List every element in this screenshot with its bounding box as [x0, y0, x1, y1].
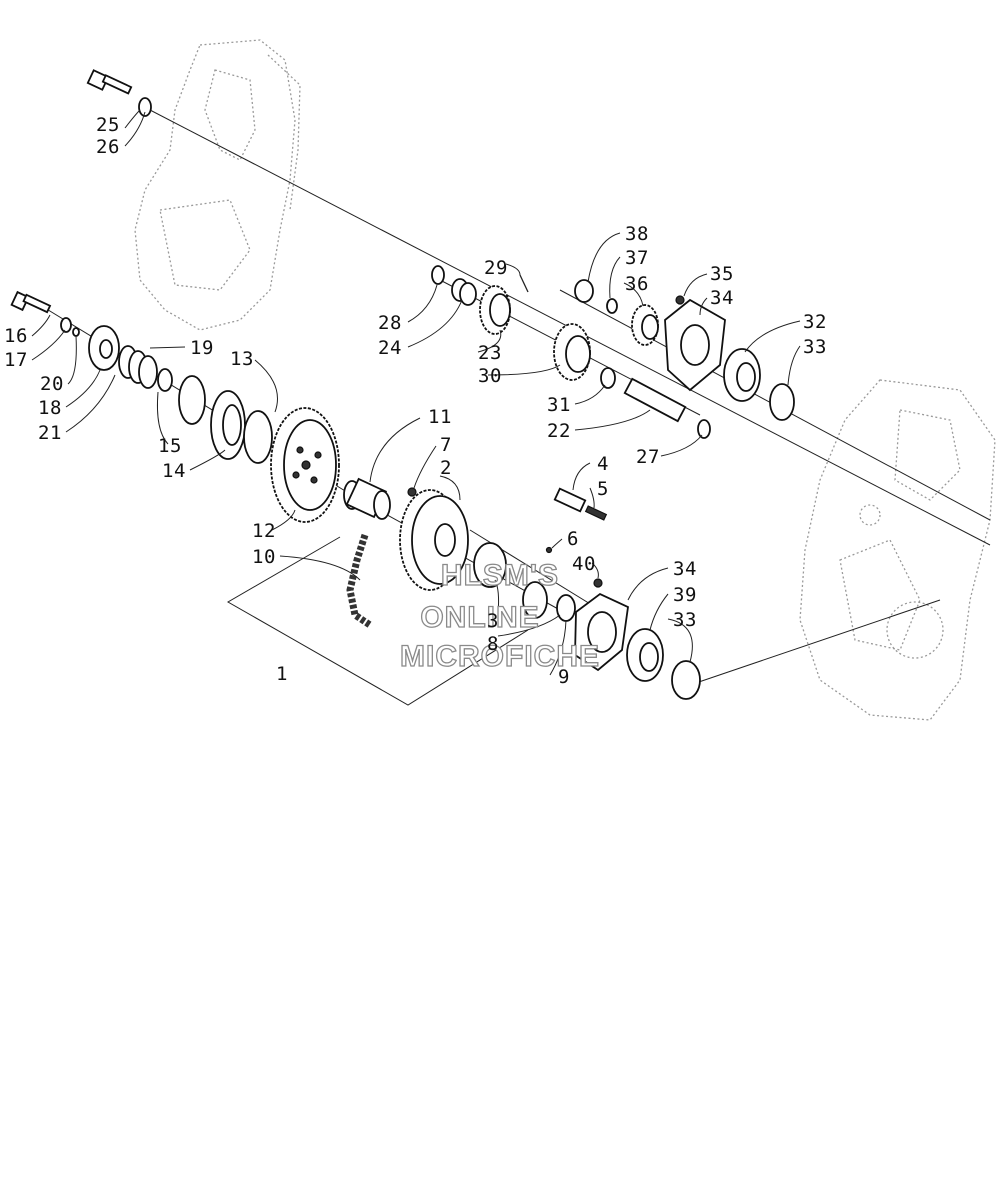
- callout-24: 24: [378, 337, 402, 359]
- callout-22: 22: [547, 420, 571, 442]
- callout-38: 38: [625, 223, 649, 245]
- watermark: HLSM'S ONLINE MICROFICHE: [399, 558, 600, 673]
- bushing-part-31: [600, 367, 616, 389]
- splined-shaft-part-11: [343, 477, 391, 520]
- sprocket-part-12: [270, 407, 340, 523]
- callout-26: 26: [96, 136, 120, 158]
- callout-7: 7: [440, 434, 452, 456]
- ring-part-19b: [178, 375, 206, 425]
- gear-part-30: [553, 323, 591, 381]
- callout-9: 9: [558, 666, 570, 688]
- washer-part-26: [138, 97, 152, 117]
- nut-part-40: [593, 578, 603, 588]
- chain-part-10: [346, 533, 372, 628]
- callout-36: 36: [625, 273, 649, 295]
- callout-10: 10: [252, 546, 276, 568]
- callout-18: 18: [38, 397, 62, 419]
- screw-part-5: [584, 505, 608, 521]
- callout-23: 23: [478, 342, 502, 364]
- watermark-line-1: HLSM'S: [441, 559, 559, 592]
- parts: [10, 69, 795, 700]
- nut-part-38: [574, 279, 594, 303]
- cup-part-18: [88, 325, 120, 371]
- callout-2: 2: [440, 457, 452, 479]
- washer-part-37: [606, 298, 618, 314]
- callout-37: 37: [625, 247, 649, 269]
- gear-part-36: [631, 304, 659, 346]
- kit-bracket-lines: [226, 536, 529, 706]
- callout-25: 25: [96, 114, 120, 136]
- bolt-part-25: [86, 69, 133, 95]
- washer-part-27: [697, 419, 711, 439]
- housing-cover-outline-left: [134, 39, 301, 331]
- shaft-part-22: [623, 377, 687, 423]
- callout-34-top: 34: [710, 287, 734, 309]
- callout-14: 14: [162, 460, 186, 482]
- bolt-part-7: [407, 487, 417, 497]
- callout-35: 35: [710, 263, 734, 285]
- bearing-part-39: [626, 628, 664, 682]
- bushing-part-24: [451, 278, 477, 306]
- spring-part-19: [118, 345, 158, 389]
- clutch-part-14: [210, 390, 246, 460]
- callout-6: 6: [567, 528, 579, 550]
- callout-3: 3: [487, 610, 499, 632]
- callout-30: 30: [478, 365, 502, 387]
- callout-11: 11: [428, 406, 452, 428]
- callout-33-top: 33: [803, 336, 827, 358]
- callout-leader-lines: [31, 109, 801, 676]
- callout-15: 15: [158, 435, 182, 457]
- callout-1: 1: [276, 663, 288, 685]
- pin-part-6: [545, 546, 553, 554]
- key-part-29: [519, 274, 529, 293]
- washer-part-17: [60, 317, 72, 333]
- washer-part-9: [556, 594, 576, 622]
- seal-ring-part-33-top: [769, 383, 795, 421]
- bolt-part-16: [10, 290, 52, 314]
- seal-ring-part-33-bottom: [671, 660, 701, 700]
- housing-case-outline-right: [799, 379, 996, 721]
- callout-19: 19: [190, 337, 214, 359]
- hub-part-3: [473, 542, 548, 619]
- callout-21: 21: [38, 422, 62, 444]
- callout-39: 39: [673, 584, 697, 606]
- callout-16: 16: [4, 325, 28, 347]
- callout-29: 29: [484, 257, 508, 279]
- callout-5: 5: [597, 478, 609, 500]
- watermark-line-2: ONLINE: [420, 601, 539, 634]
- callout-12: 12: [252, 520, 276, 542]
- bearing-part-32: [723, 348, 761, 402]
- callout-32: 32: [803, 311, 827, 333]
- callout-8: 8: [487, 633, 499, 655]
- gear-part-2: [399, 489, 469, 591]
- callout-4: 4: [597, 453, 609, 475]
- nut-part-20: [72, 327, 80, 337]
- callout-28: 28: [378, 312, 402, 334]
- callout-40: 40: [572, 553, 596, 575]
- callout-34-bottom: 34: [673, 558, 697, 580]
- callout-27: 27: [636, 446, 660, 468]
- callout-20: 20: [40, 373, 64, 395]
- nut-part-35: [675, 295, 685, 305]
- watermark-line-3: MICROFICHE: [400, 640, 600, 673]
- callout-13: 13: [230, 348, 254, 370]
- clip-part-15: [157, 368, 173, 392]
- callout-17: 17: [4, 349, 28, 371]
- shim-part-13: [243, 410, 273, 464]
- gear-part-23: [479, 285, 511, 335]
- callout-33-bottom: 33: [673, 609, 697, 631]
- bearing-plate-part-34-top: [664, 298, 726, 392]
- callout-31: 31: [547, 394, 571, 416]
- bearing-plate-part-34-bottom: [574, 592, 629, 672]
- pin-part-4: [553, 487, 587, 513]
- callout-labels: 25 26 16 17 20 18 21 19 13 15 14 12 10 1…: [4, 114, 827, 688]
- washer-part-28: [431, 265, 445, 285]
